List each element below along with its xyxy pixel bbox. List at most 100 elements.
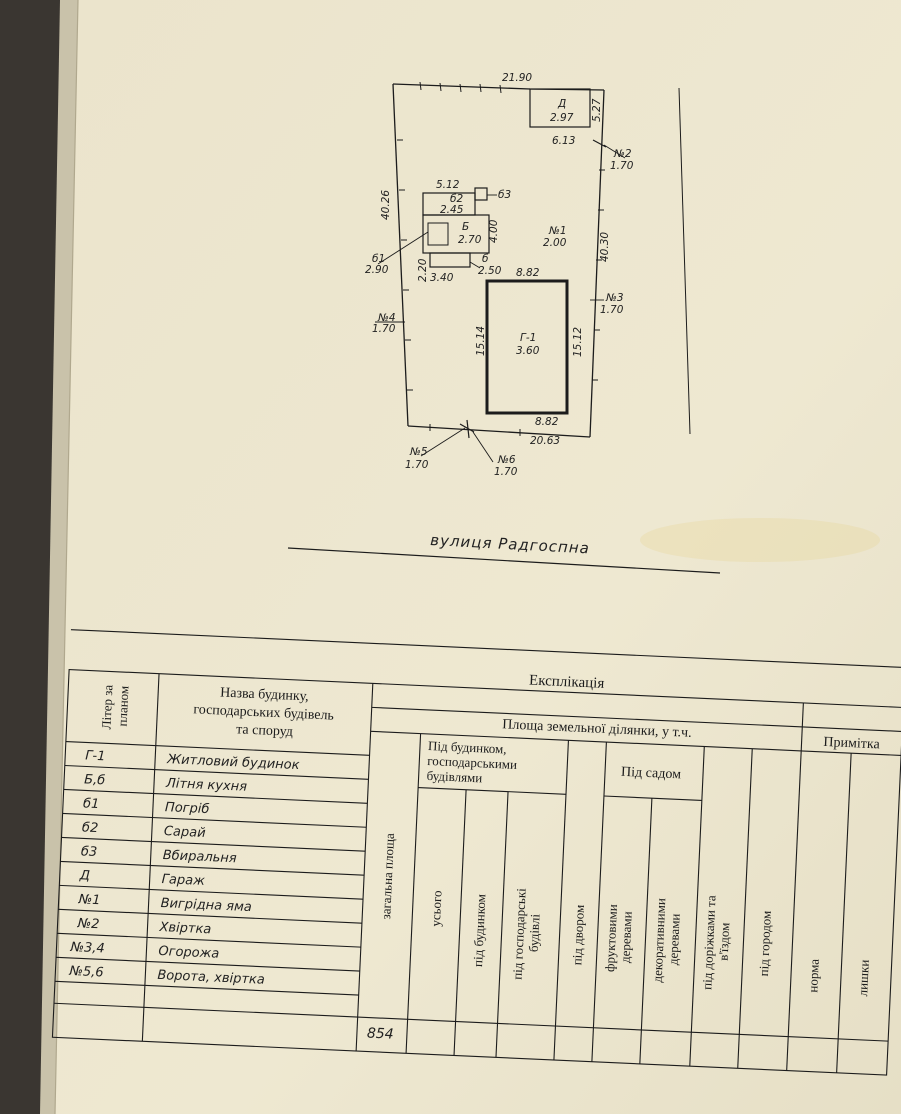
under-garden-header: Під садом bbox=[621, 765, 682, 783]
row-5-letter: б3 bbox=[81, 844, 98, 860]
gate2-label: №2 bbox=[613, 148, 632, 160]
kitchen-small-letter: б bbox=[482, 253, 489, 265]
gate6-value: 1.70 bbox=[494, 466, 518, 478]
total-area-value: 854 bbox=[367, 1025, 394, 1042]
fence3-value: 1.70 bbox=[600, 304, 624, 316]
fruit-trees-header: фруктовими деревами bbox=[602, 901, 635, 973]
shed-area: 2.45 bbox=[440, 204, 464, 216]
kitchen-b-small bbox=[429, 252, 471, 268]
gate5-value: 1.70 bbox=[405, 459, 429, 471]
fence4-label: №4 bbox=[377, 312, 396, 324]
row-7-letter: №1 bbox=[77, 892, 100, 908]
row-10-name: Ворота, хвіртка bbox=[157, 968, 265, 988]
gate-post bbox=[466, 419, 470, 439]
cellar-area: 2.90 bbox=[365, 264, 389, 276]
garage-d bbox=[529, 88, 591, 128]
note-header: Примітка bbox=[823, 735, 881, 753]
kitchen-side: 4.00 bbox=[488, 219, 500, 243]
shed-width: 5.12 bbox=[436, 179, 460, 191]
house-letter: Г-1 bbox=[520, 332, 536, 344]
gate5-label: №5 bbox=[409, 446, 428, 458]
reference-line bbox=[678, 87, 691, 435]
row-1-letter: Г-1 bbox=[85, 748, 106, 764]
leader-n2 bbox=[603, 144, 626, 159]
leader-b1 bbox=[377, 231, 429, 265]
excess-header: лишки bbox=[855, 959, 872, 996]
kitchen-letter: Б bbox=[462, 221, 469, 233]
gate-5 bbox=[459, 423, 475, 433]
garage-area: 2.97 bbox=[550, 112, 574, 124]
street-line bbox=[287, 547, 721, 574]
house-dim-right: 15.12 bbox=[572, 327, 584, 357]
row-9-letter: №3,4 bbox=[69, 940, 105, 957]
fence4-value: 1.70 bbox=[372, 323, 396, 335]
pit-value: 2.00 bbox=[543, 237, 567, 249]
table-rows: Г-1 Житловий будинок Б,б Літня кухня б1 … bbox=[68, 748, 394, 1042]
under-yard-header: під двором bbox=[569, 904, 587, 965]
kitchen-area: 2.70 bbox=[458, 234, 482, 246]
norm-header: норма bbox=[805, 958, 822, 993]
total-area-header: загальна площа bbox=[378, 833, 397, 920]
col-letter-header: Літер за планом bbox=[98, 681, 131, 730]
toilet-letter: б3 bbox=[498, 189, 511, 201]
row-3-letter: б1 bbox=[83, 796, 100, 812]
vegetable-header: під городом bbox=[756, 910, 774, 976]
all-header: усього bbox=[428, 890, 445, 927]
toilet-b3 bbox=[474, 187, 488, 201]
row-8-letter: №2 bbox=[76, 916, 99, 932]
house-dim-top: 8.82 bbox=[516, 267, 540, 279]
row-9-name: Огорожа bbox=[158, 944, 220, 962]
row-4-name: Сарай bbox=[164, 824, 206, 841]
gate-2 bbox=[592, 139, 607, 148]
row-6-name: Гараж bbox=[161, 872, 205, 889]
under-buildings-header: Під будинком, господарськими будівлями bbox=[426, 738, 521, 787]
under-house-header: під будинком bbox=[470, 894, 488, 968]
house-area: 3.60 bbox=[516, 345, 540, 357]
leader-n5 bbox=[420, 427, 466, 457]
gate2-value: 1.70 bbox=[610, 160, 634, 172]
row-1-name: Житловий будинок bbox=[166, 752, 300, 773]
row-7-name: Вигрідна яма bbox=[160, 896, 252, 915]
dim-garage-bottom: 6.13 bbox=[552, 135, 575, 147]
dim-left: 40.26 bbox=[380, 190, 392, 220]
dim-garage-right: 5.27 bbox=[591, 98, 603, 122]
fence-ticks bbox=[397, 81, 605, 436]
kitchen-dim-width: 3.40 bbox=[430, 272, 454, 284]
paper-sheet bbox=[55, 0, 901, 1114]
leader-n6 bbox=[472, 431, 494, 463]
col-name-header: Назва будинку, господарських будівель та… bbox=[192, 684, 338, 741]
decorative-trees-header: декоративними деревами bbox=[650, 895, 684, 984]
table-headers: Експлікація Літер за планом Назва будинк… bbox=[98, 672, 881, 996]
row-5-name: Вбиральня bbox=[162, 848, 237, 866]
under-outbuildings-header: під господарські будівлі bbox=[510, 885, 544, 981]
cellar-b1 bbox=[427, 222, 449, 246]
boundary-left bbox=[392, 83, 409, 427]
table-title: Експлікація bbox=[529, 672, 605, 691]
row-10-letter: №5,6 bbox=[68, 964, 104, 981]
row-2-letter: Б,б bbox=[84, 772, 106, 788]
page-edge bbox=[54, 0, 79, 1114]
boundary-right bbox=[589, 89, 605, 438]
dim-bottom: 20.63 bbox=[530, 435, 560, 447]
shed-letter: б2 bbox=[450, 193, 463, 205]
row-8-name: Хвіртка bbox=[158, 920, 211, 937]
fence3-label: №3 bbox=[605, 292, 624, 304]
cellar-letter: б1 bbox=[372, 253, 385, 265]
site-plan bbox=[287, 81, 721, 574]
row-4-letter: б2 bbox=[82, 820, 99, 836]
row-6-letter: Д bbox=[78, 868, 90, 883]
paths-header: під доріжками та в'їздом bbox=[699, 892, 733, 991]
row-3-name: Погріб bbox=[165, 800, 210, 817]
house-dim-bottom: 8.82 bbox=[535, 416, 559, 428]
row-2-name: Літня кухня bbox=[165, 776, 248, 795]
boundary-bottom bbox=[407, 425, 591, 438]
gate6-label: №6 bbox=[497, 454, 516, 466]
kitchen-dim-height: 2.20 bbox=[417, 258, 429, 282]
house-dim-left: 15.14 bbox=[475, 326, 487, 356]
dim-right: 40.30 bbox=[599, 232, 611, 262]
house-g1 bbox=[485, 279, 569, 415]
paper-stain bbox=[640, 518, 880, 562]
pit-label: №1 bbox=[548, 225, 567, 237]
dim-top: 21.90 bbox=[502, 72, 532, 84]
